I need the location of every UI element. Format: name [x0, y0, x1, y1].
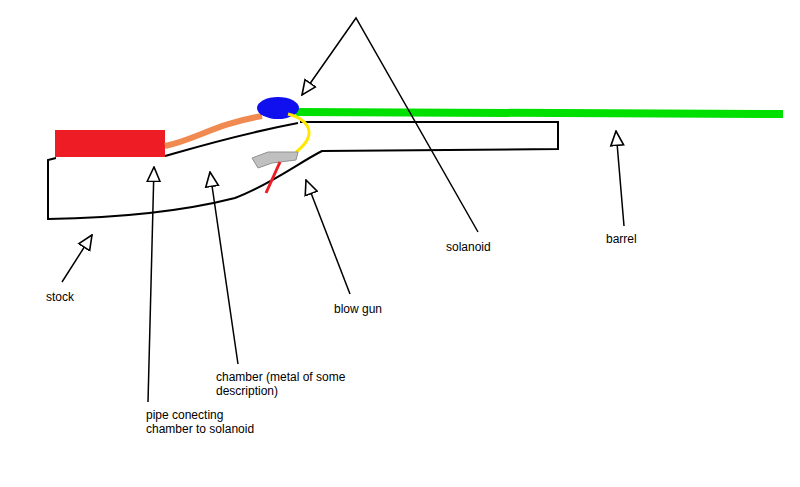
blow-gun-body — [252, 152, 298, 168]
barrel-tube — [296, 112, 783, 114]
part-label: blow gun — [334, 302, 434, 316]
leader-line — [62, 235, 92, 282]
leader-line — [302, 18, 478, 232]
leader-line — [148, 167, 154, 402]
pipe — [165, 116, 262, 146]
part-label: barrel — [606, 232, 706, 246]
chamber-block — [55, 130, 165, 157]
gun-outline — [48, 122, 558, 219]
leader-line — [210, 172, 238, 364]
part-label: solanoid — [446, 240, 566, 254]
leader-line — [306, 180, 350, 294]
part-label: stock — [46, 290, 146, 304]
part-label: chamber (metal of some description) — [216, 370, 366, 398]
blow-gun-trigger — [266, 162, 280, 193]
part-label: pipe conecting chamber to solanoid — [146, 408, 266, 436]
leader-line — [616, 131, 624, 226]
blow-gun-hose — [288, 114, 309, 152]
